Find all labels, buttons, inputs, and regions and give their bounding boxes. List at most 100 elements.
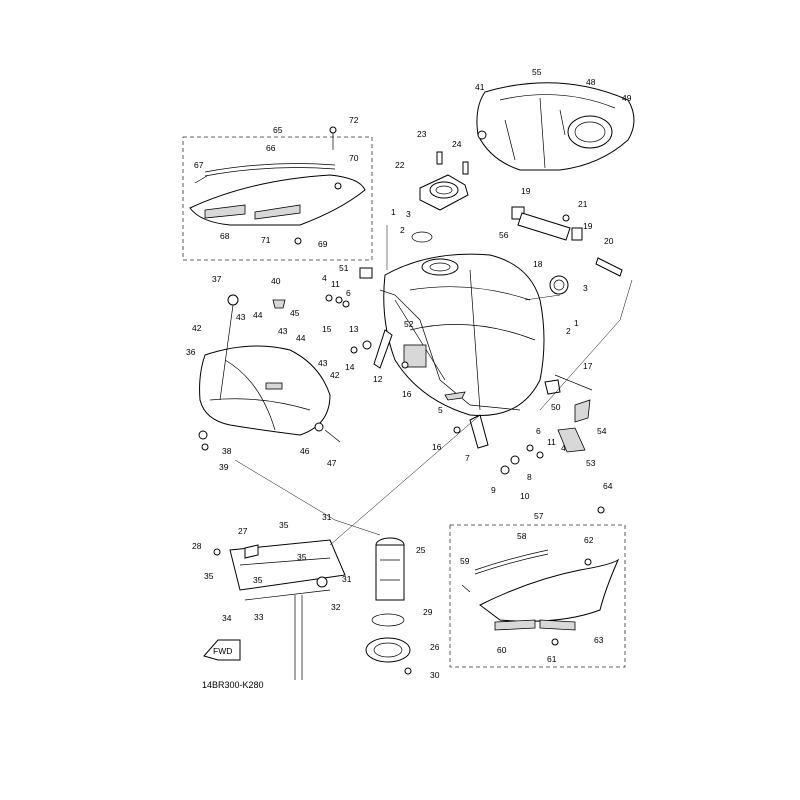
fuel-pump [365,537,412,675]
callout-12: 12 [373,374,383,384]
callout-35c: 35 [204,571,214,581]
frame-bracket [213,539,346,680]
callout-44: 44 [253,310,263,320]
callout-55: 55 [532,67,542,77]
callout-38: 38 [222,446,232,456]
callout-39: 39 [219,462,229,472]
callout-6b: 6 [536,426,541,436]
callout-2b: 2 [400,225,405,235]
callout-71: 71 [261,235,271,245]
callout-59: 59 [460,556,470,566]
callout-42: 42 [192,323,202,333]
callout-48: 48 [586,77,596,87]
callout-23: 23 [417,129,427,139]
callout-43: 43 [236,312,246,322]
callout-53: 53 [586,458,596,468]
callout-19: 19 [521,186,531,196]
fwd-arrow-icon: FWD [203,639,241,661]
callout-3b: 3 [406,209,411,219]
lower-cover-assembly [461,506,620,646]
callout-7: 7 [465,453,470,463]
callout-47: 47 [327,458,337,468]
fuel-tank [379,253,545,417]
callout-28: 28 [192,541,202,551]
callout-58: 58 [517,531,527,541]
callout-22: 22 [395,160,405,170]
callout-32: 32 [331,602,341,612]
callout-37: 37 [212,274,222,284]
callout-5: 5 [438,405,443,415]
callout-45: 45 [290,308,300,318]
callout-11b: 11 [547,437,556,447]
callout-70: 70 [349,153,359,163]
callout-34: 34 [222,613,232,623]
callout-31b: 31 [342,574,352,584]
callout-69: 69 [318,239,328,249]
callout-1b: 1 [391,207,396,217]
callout-11: 11 [331,279,340,289]
callout-4: 4 [322,273,327,283]
callout-19b: 19 [583,221,593,231]
callout-50: 50 [551,402,561,412]
callout-29: 29 [423,607,433,617]
side-cover-assembly [189,126,366,245]
callout-16b: 16 [432,442,442,452]
callout-13: 13 [349,324,359,334]
callout-21: 21 [578,199,588,209]
callout-49: 49 [622,93,632,103]
callout-20: 20 [604,236,614,246]
callout-3: 3 [583,283,588,293]
fuel-hose-assembly [511,206,623,277]
tank-bracket-top [476,82,635,171]
callout-35b: 35 [297,552,307,562]
callout-labels: 1 1 2 2 3 3 4 4 5 6 6 7 8 9 10 11 11 12 … [186,67,632,680]
callout-46: 46 [300,446,310,456]
callout-62: 62 [584,535,594,545]
front-cowl [198,294,341,451]
callout-43b: 43 [278,326,288,336]
callout-52: 52 [404,319,414,329]
callout-64: 64 [603,481,613,491]
callout-24: 24 [452,139,462,149]
callout-57: 57 [534,511,544,521]
callout-17: 17 [583,361,593,371]
callout-33: 33 [254,612,264,622]
callout-15: 15 [322,324,332,334]
callout-8: 8 [527,472,532,482]
callout-2: 2 [566,326,571,336]
callout-25: 25 [416,545,426,555]
callout-60: 60 [497,645,507,655]
callout-4b: 4 [561,443,566,453]
callout-67: 67 [194,160,204,170]
lower-cover-group-box [449,524,626,668]
callout-14: 14 [345,362,355,372]
callout-36: 36 [186,347,196,357]
callout-51: 51 [339,263,349,273]
callout-27: 27 [238,526,248,536]
callout-56: 56 [499,230,509,240]
filler-neck-assembly [411,151,469,243]
callout-54: 54 [597,426,607,436]
side-cover-group-box [182,136,373,261]
callout-61: 61 [547,654,557,664]
callout-26: 26 [430,642,440,652]
callout-16: 16 [402,389,412,399]
callout-9: 9 [491,485,496,495]
callout-18: 18 [533,259,543,269]
callout-43c: 43 [318,358,328,368]
callout-66: 66 [266,143,276,153]
callout-30: 30 [430,670,440,680]
callout-35: 35 [279,520,289,530]
callout-1: 1 [574,318,579,328]
callout-42b: 42 [330,370,340,380]
caution-label [403,344,427,368]
callout-41: 41 [475,82,485,92]
callout-72: 72 [349,115,359,125]
callout-44b: 44 [296,333,306,343]
callout-6: 6 [346,288,351,298]
tank-hardware [325,267,593,475]
callout-10: 10 [520,491,530,501]
callout-65: 65 [273,125,283,135]
fwd-label: FWD [213,646,232,656]
